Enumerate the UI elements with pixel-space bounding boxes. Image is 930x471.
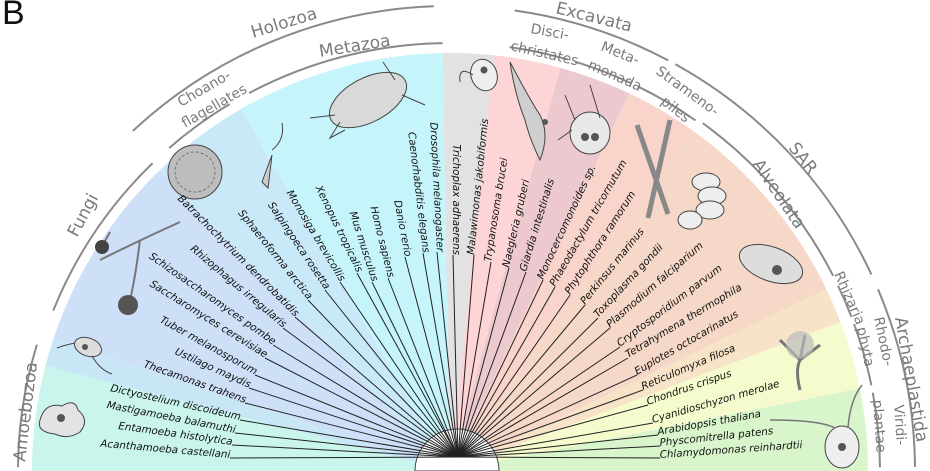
panel-label: B [2, 0, 25, 32]
wedge-alveolata [450, 130, 827, 471]
clade-label-metazoa: Metazoa [318, 31, 392, 62]
wedge-thecamonas [45, 338, 451, 471]
arc-discicristates [509, 46, 569, 61]
tree-branch [254, 374, 459, 458]
frog-illustration [309, 61, 426, 140]
wedge-rhizaria [450, 289, 841, 471]
tree-branch [387, 277, 459, 458]
tree-branch [457, 254, 475, 458]
tree-branch [457, 294, 571, 458]
clade-label-viridiplantae-1: Viridi- [890, 404, 909, 446]
tree-branch [452, 254, 459, 458]
wedge-fungi [53, 170, 451, 471]
fungal-hyphae-illustration [95, 221, 181, 315]
tree-branch [457, 267, 510, 458]
ciliate-illustration [738, 243, 804, 285]
clade-label-sar: SAR [784, 139, 821, 179]
arc-choanoflagellates [168, 103, 231, 149]
tree-branch [457, 404, 649, 458]
tree-branch [457, 374, 638, 458]
tree-branch [457, 261, 492, 458]
tree-branch [272, 344, 459, 458]
tree-branch [457, 327, 611, 458]
tree-branch [457, 357, 629, 458]
tree-branch [294, 316, 459, 458]
malawimonas-illustration [459, 58, 498, 92]
arc-viridiplantae [871, 392, 881, 468]
clade-arcs [17, 5, 916, 468]
red-alga-illustration [778, 331, 821, 391]
tree-branch [457, 304, 586, 458]
wedge-rhodophyta [450, 321, 860, 471]
arc-metamonada [574, 60, 632, 85]
wedge-metamonada [450, 67, 630, 471]
tree-branch [248, 387, 459, 458]
tree-branch [244, 402, 459, 458]
arc-stramenopiles [637, 85, 697, 122]
tree-branch [234, 432, 459, 458]
tree-branch [239, 419, 459, 458]
wedge-stramenopiles [450, 93, 693, 471]
tree-branch [457, 346, 621, 458]
tree-branch [457, 456, 661, 459]
arc-excavata [514, 9, 669, 62]
tree-branch [457, 279, 544, 458]
arc-amoebozoa [17, 344, 38, 468]
wedge-choanoflagellates [159, 109, 450, 471]
species-label: Trichoplax adhaerens [450, 144, 462, 255]
choanoflagellate-illustration [261, 122, 283, 190]
alveolate-cells-illustration [677, 172, 727, 230]
tree-branch [229, 456, 459, 459]
illustrations [38, 58, 863, 469]
trypanosome-illustration [509, 61, 548, 162]
arc-rhizaria [837, 285, 853, 318]
amoeba-illustration [38, 402, 85, 438]
tree-branch [371, 281, 459, 458]
tree-branch [457, 434, 659, 458]
tree-branch [356, 272, 459, 458]
tree-branch [457, 445, 661, 458]
tree-branch [404, 256, 459, 458]
tree-branch [307, 299, 459, 458]
tree-branch [264, 357, 459, 458]
clade-label-viridiplantae-2: plantae [869, 399, 889, 453]
tree-branch [457, 389, 644, 458]
arc-holozoa [132, 5, 434, 132]
arc-alveolata [702, 122, 835, 277]
tree-branch [457, 286, 556, 458]
wedge-metazoa [241, 53, 450, 471]
wedge-discicristates [450, 55, 561, 471]
arc-metazoa [248, 42, 443, 94]
sphere-colony-illustration [167, 144, 223, 200]
clade-wedges [32, 53, 868, 471]
tree-branch [339, 281, 459, 458]
thecamonas-illustration [56, 336, 113, 375]
clade-label-fungi: Fungi [64, 190, 103, 240]
tree-branch [324, 289, 459, 458]
tree-branch [457, 422, 654, 458]
arc-fungi [52, 162, 154, 312]
tree-branch [436, 251, 459, 458]
clade-label-discicristates-1: Disci- [529, 21, 570, 43]
tree-branch [282, 327, 459, 458]
tree-branch [422, 252, 459, 458]
tree-branch [231, 444, 459, 458]
arc-archaeplastida [877, 288, 916, 467]
tree-branch [457, 271, 527, 458]
tree-branches [229, 251, 661, 459]
tree-branch [457, 317, 599, 458]
chlamydomonas-illustration [769, 384, 863, 469]
giardia-illustration [557, 84, 611, 155]
arc-rhodophyta [853, 323, 873, 386]
arc-sar [674, 63, 873, 275]
diatom-illustration [634, 119, 673, 219]
wedge-viridiplantae [450, 388, 868, 471]
